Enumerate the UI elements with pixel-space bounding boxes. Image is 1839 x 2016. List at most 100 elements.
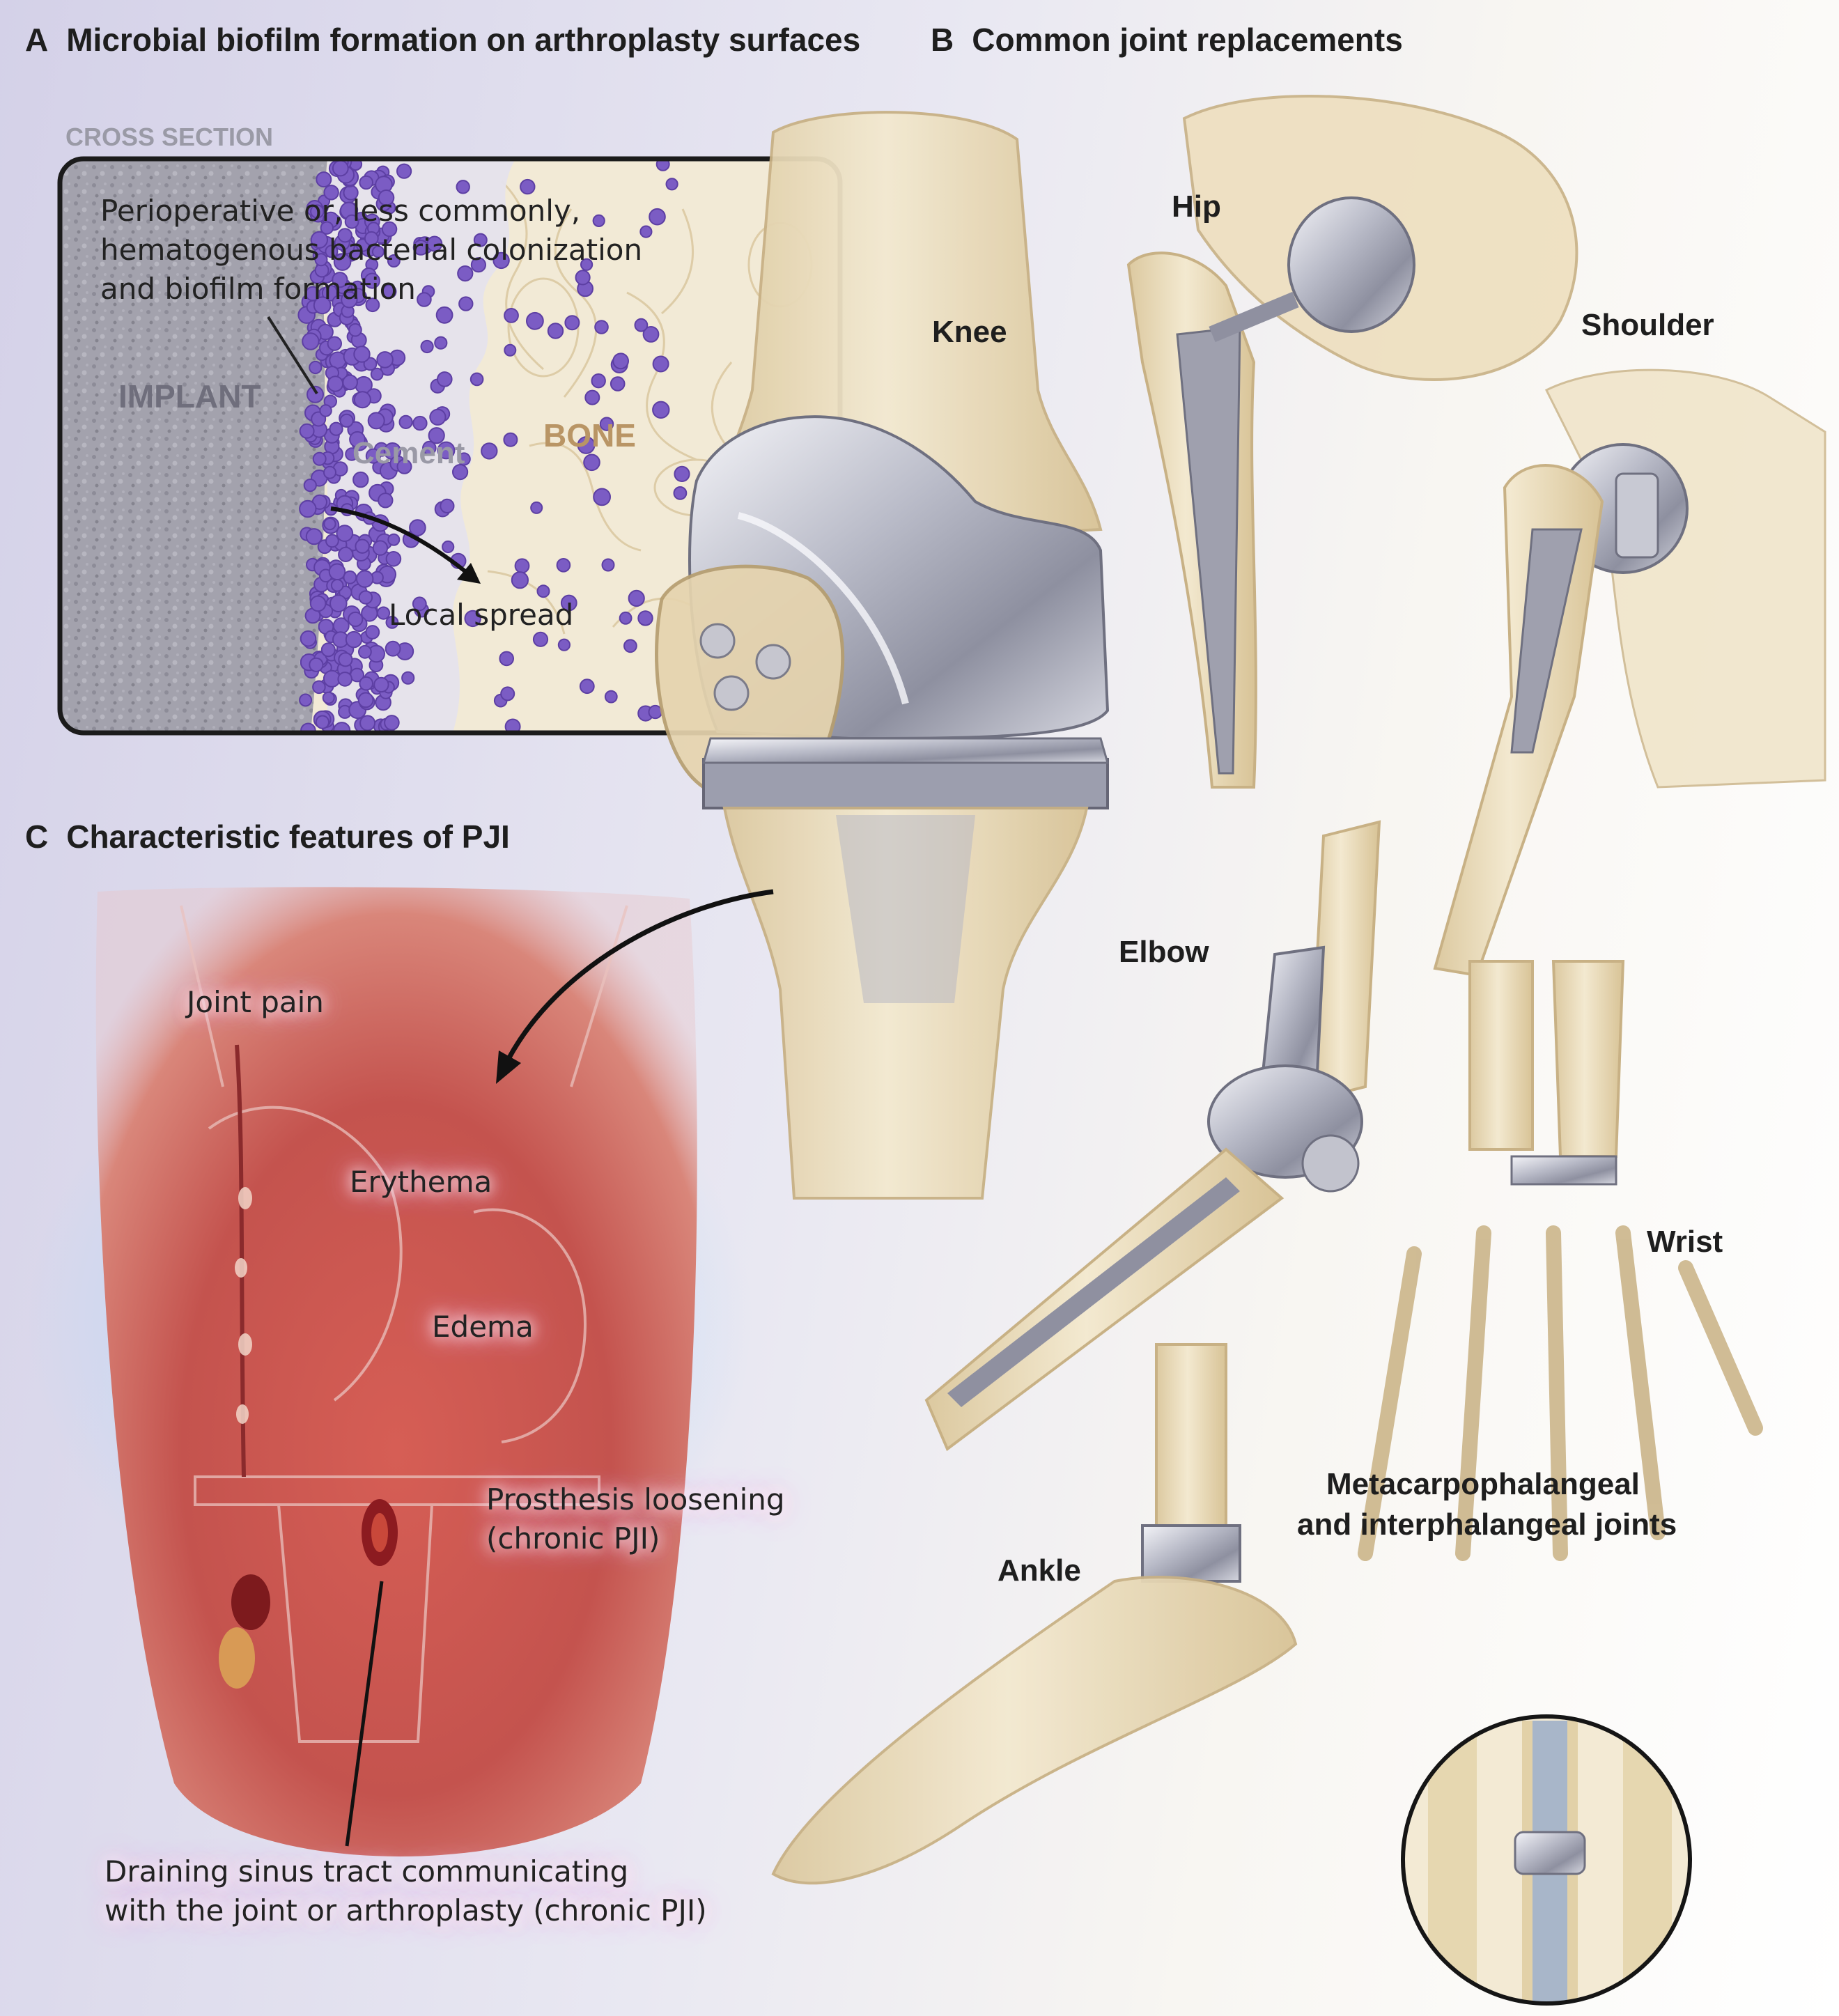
bacterium — [365, 448, 382, 464]
loosening-line-2: (chronic PJI) — [486, 1521, 660, 1556]
bacterium — [530, 501, 543, 514]
bacterium — [376, 351, 394, 369]
bacterium — [305, 286, 320, 302]
bacterium — [300, 630, 317, 647]
bacterium — [492, 251, 510, 270]
bacterium — [358, 590, 373, 605]
bacterium — [639, 225, 653, 238]
bacterium — [601, 558, 615, 572]
bacterium — [329, 594, 348, 613]
bacterium — [332, 272, 348, 288]
bacterium — [504, 718, 521, 733]
bacterium — [310, 204, 325, 219]
bacterium — [345, 447, 359, 461]
edema-label: Edema — [432, 1310, 534, 1344]
bacterium — [500, 686, 515, 701]
bacterium — [345, 630, 363, 649]
implant-label: IMPLANT — [118, 378, 261, 414]
wrist-label: Wrist — [1647, 1225, 1723, 1259]
bacterium — [382, 284, 397, 299]
bacterium — [503, 432, 518, 447]
panel-b-title: B Common joint replacements — [931, 21, 1403, 59]
bacterium — [364, 231, 379, 246]
panel-c-letter: C — [25, 819, 49, 855]
bacterium — [422, 440, 437, 456]
bacterium — [323, 518, 336, 531]
bacterium — [437, 441, 456, 460]
bacterium — [316, 171, 332, 188]
bacterium — [396, 163, 412, 179]
bacterium — [299, 423, 315, 439]
bacterium — [457, 265, 474, 282]
bacterium — [412, 415, 428, 431]
knee-label: Knee — [932, 315, 1007, 349]
bacterium — [575, 270, 591, 286]
bacterium — [372, 540, 389, 556]
colonization-line-1: Perioperative or, less commonly, — [100, 194, 581, 228]
bacterium — [579, 679, 595, 695]
bacterium — [652, 355, 669, 373]
bacterium — [514, 558, 530, 574]
erythema-label: Erythema — [350, 1165, 492, 1199]
hip-label: Hip — [1172, 189, 1221, 224]
bacterium — [470, 372, 484, 387]
bacterium — [325, 534, 339, 548]
colonization-line-3: and biofilm formation — [100, 272, 416, 306]
panel-b-title-text: Common joint replacements — [972, 22, 1403, 58]
bacterium — [536, 584, 550, 598]
hip-replacement-illustration — [1126, 95, 1578, 789]
bacterium — [458, 296, 474, 311]
bacterium — [322, 691, 335, 704]
bacterium — [499, 651, 515, 667]
ankle-replacement-illustration — [771, 1343, 1298, 1885]
bacterium — [564, 315, 580, 331]
bacterium — [556, 558, 571, 573]
bacterium — [511, 571, 529, 589]
bacterium — [373, 676, 389, 693]
bacterium — [303, 479, 317, 493]
bacterium — [384, 715, 400, 731]
ankle-label: Ankle — [998, 1553, 1081, 1588]
bacterium — [401, 671, 415, 685]
bacterium — [417, 292, 432, 307]
bacterium — [309, 360, 323, 375]
panel-b-letter: B — [931, 22, 954, 58]
finger-joint-magnifier — [1401, 1714, 1692, 2006]
bacterium — [364, 272, 380, 289]
bacterium — [309, 595, 327, 612]
bacterium — [344, 214, 359, 229]
bacterium — [642, 326, 660, 343]
bacterium — [338, 546, 354, 563]
bacterium — [580, 258, 593, 271]
bacterium — [674, 465, 690, 483]
bacterium — [387, 533, 401, 546]
bacterium — [359, 676, 374, 691]
bacterium — [673, 486, 688, 500]
bacterium — [306, 385, 324, 403]
shoulder-label: Shoulder — [1581, 308, 1714, 342]
bone-label: BONE — [543, 417, 636, 453]
bacterium — [429, 408, 447, 426]
bacterium — [358, 644, 372, 659]
bacterium — [325, 245, 339, 258]
bacterium — [426, 235, 443, 252]
bacterium — [628, 589, 645, 607]
bacterium — [336, 525, 354, 542]
bacterium — [604, 690, 618, 704]
bacterium — [329, 421, 343, 436]
bacterium — [396, 458, 412, 474]
bacterium — [526, 311, 544, 330]
bacterium — [560, 594, 577, 612]
bacterium — [357, 692, 374, 708]
bacterium — [310, 231, 328, 249]
knee-replacement-illustration — [655, 111, 1110, 1200]
bacterium — [437, 371, 453, 387]
bacterium — [348, 323, 362, 337]
elbow-replacement-illustration — [924, 820, 1381, 1452]
bacterium — [365, 625, 380, 639]
cross-section-label: CROSS SECTION — [65, 123, 274, 151]
bacterium — [452, 464, 469, 481]
